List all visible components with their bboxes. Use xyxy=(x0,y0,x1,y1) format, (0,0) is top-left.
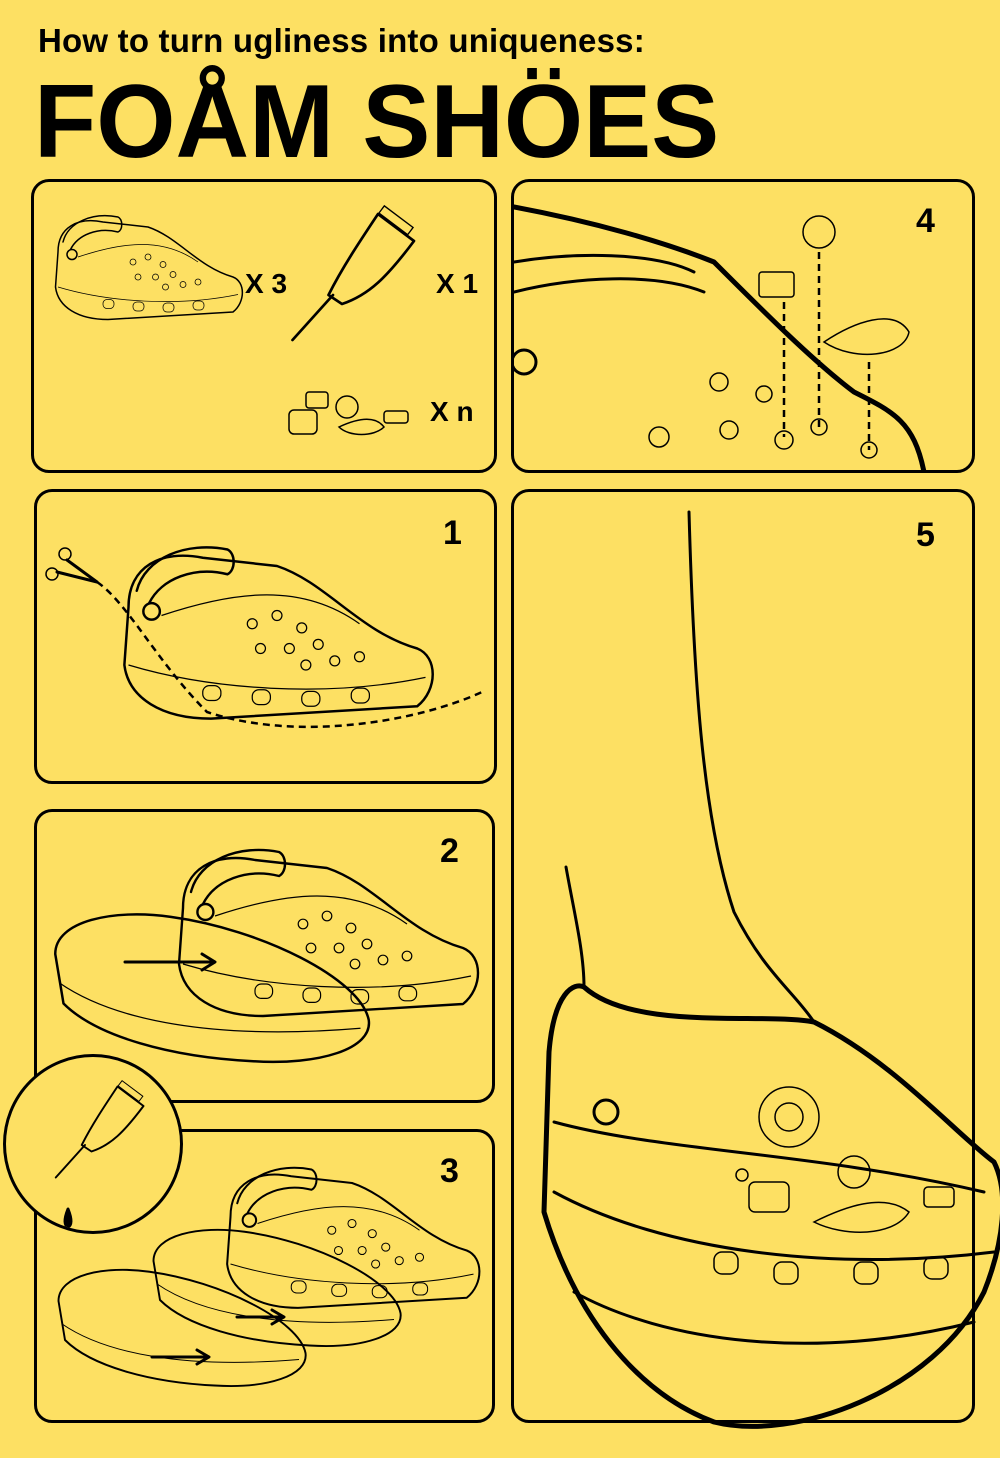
clog-quantity: X 3 xyxy=(245,268,288,299)
step-5-panel: 5 xyxy=(511,489,1000,1429)
glue-drop-icon xyxy=(54,1079,145,1229)
clog-closeup-illustration xyxy=(514,204,927,470)
stacking-soles-illustration xyxy=(57,1166,481,1388)
glue-callout xyxy=(3,1054,183,1234)
step-3-number: 3 xyxy=(440,1152,459,1190)
clog-cutting-illustration xyxy=(45,545,483,729)
glue-quantity: X 1 xyxy=(436,268,479,299)
step-4-panel: 4 xyxy=(511,179,975,473)
sole-attach-illustration xyxy=(53,848,480,1064)
poster-title: FOÅM SHÖES xyxy=(34,64,720,180)
step-1-number: 1 xyxy=(443,514,462,552)
final-platform-clog-illustration xyxy=(541,510,1000,1429)
step-1-panel: 1 xyxy=(34,489,497,784)
step-3-panel: 3 xyxy=(34,1129,495,1423)
step-2-number: 2 xyxy=(440,832,459,870)
step-5-number: 5 xyxy=(916,516,935,554)
step-4-number: 4 xyxy=(916,202,935,240)
charms-icon xyxy=(288,391,409,436)
materials-panel: X 3 X 1 X n xyxy=(31,179,497,473)
poster-subtitle: How to turn ugliness into uniqueness: xyxy=(38,22,645,59)
step-2-panel: 2 xyxy=(34,809,495,1103)
charms-quantity: X n xyxy=(430,396,474,427)
